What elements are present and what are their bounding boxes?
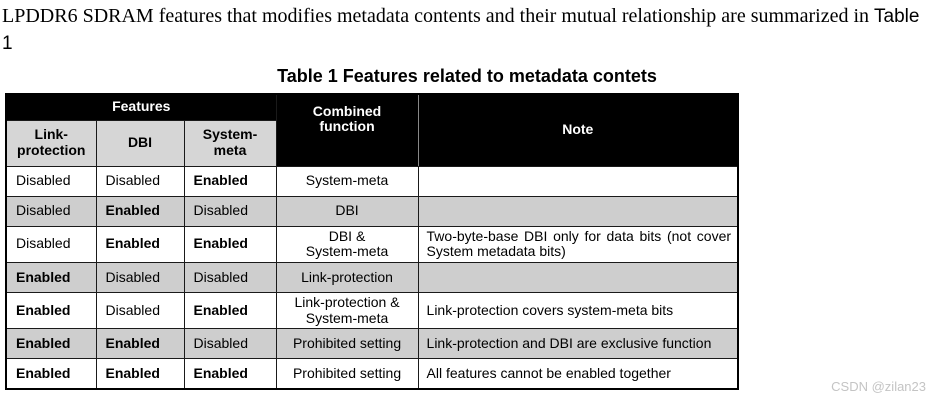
table-1-reference: Table 1	[2, 6, 920, 54]
combined-function-cell: Link-protection & System-meta	[275, 291, 419, 330]
system-meta-cell: Enabled	[183, 165, 277, 197]
combined-function-cell: System-meta	[275, 165, 419, 197]
dbi-cell: Enabled	[95, 225, 185, 263]
link-protection-cell: Enabled	[5, 358, 97, 390]
dbi-cell: Enabled	[95, 195, 185, 227]
dbi-header: DBI	[95, 119, 185, 167]
features-table: Features Combined function Note Link-pro…	[5, 93, 740, 390]
note-cell: All features cannot be enabled together	[417, 358, 739, 390]
system-meta-header: System-meta	[183, 119, 277, 167]
note-cell	[417, 165, 739, 197]
watermark: CSDN @zilan23	[831, 379, 926, 394]
table-header: Features Combined function Note Link-pro…	[5, 93, 739, 167]
system-meta-cell: Disabled	[183, 261, 277, 293]
system-meta-cell: Enabled	[183, 291, 277, 330]
system-meta-cell: Enabled	[183, 358, 277, 390]
dbi-cell: Disabled	[95, 291, 185, 330]
combined-function-cell: DBI	[275, 195, 419, 227]
link-protection-cell: Enabled	[5, 291, 97, 330]
header-row-subfeatures: Link-protection DBI System-meta	[5, 119, 738, 167]
combined-function-cell: Prohibited setting	[275, 358, 419, 390]
dbi-cell: Enabled	[95, 328, 185, 360]
link-protection-cell: Disabled	[5, 195, 97, 227]
combined-function-cell: Prohibited setting	[275, 328, 419, 360]
intro-paragraph: LPDDR6 SDRAM features that modifies meta…	[2, 3, 934, 57]
note-header: Note	[417, 93, 739, 167]
dbi-cell: Disabled	[95, 261, 185, 293]
link-protection-cell: Disabled	[5, 165, 97, 197]
combined-function-header: Combined function	[275, 93, 419, 167]
system-meta-cell: Enabled	[183, 225, 277, 263]
combined-function-cell: Link-protection	[275, 261, 419, 293]
system-meta-cell: Disabled	[183, 328, 277, 360]
link-protection-cell: Enabled	[5, 328, 97, 360]
table-title: Table 1 Features related to metadata con…	[277, 66, 657, 86]
document-page: LPDDR6 SDRAM features that modifies meta…	[0, 3, 934, 405]
note-cell: Link-protection covers system-meta bits	[417, 291, 739, 330]
system-meta-cell: Disabled	[183, 195, 277, 227]
note-cell	[417, 195, 739, 227]
intro-text: LPDDR6 SDRAM features that modifies meta…	[2, 5, 875, 27]
dbi-cell: Disabled	[95, 165, 185, 197]
link-protection-cell: Disabled	[5, 225, 97, 263]
header-row-features: Features Combined function Note	[5, 93, 739, 167]
dbi-cell: Enabled	[95, 358, 185, 390]
note-cell: Link-protection and DBI are exclusive fu…	[417, 328, 739, 360]
link-protection-header: Link-protection	[5, 119, 97, 167]
note-cell	[417, 261, 739, 293]
combined-function-cell: DBI & System-meta	[275, 225, 419, 263]
note-cell: Two-byte-base DBI only for data bits (no…	[417, 225, 739, 263]
link-protection-cell: Enabled	[5, 261, 97, 293]
features-group-header: Features	[5, 93, 277, 121]
